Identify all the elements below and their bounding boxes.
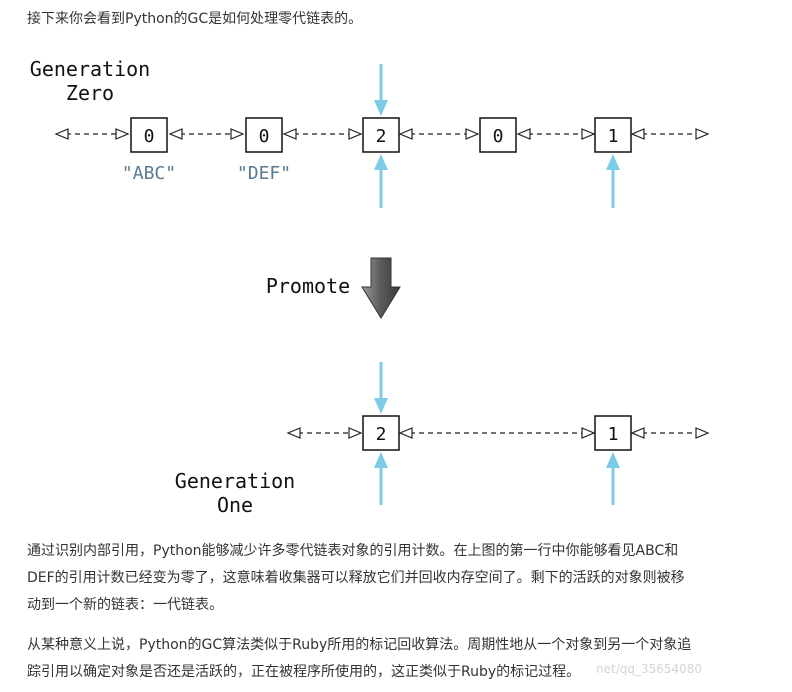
node-count: 2 (376, 424, 387, 445)
gen-one-label-line1: Generation (175, 469, 295, 493)
gen-zero-node-3: 2 (362, 117, 400, 153)
gen-one-node-1: 2 (362, 415, 400, 451)
paragraph-line: 通过识别内部引用，Python能够减少许多零代链表对象的引用计数。在上图的第一行… (27, 543, 679, 559)
gen-zero-node-4: 0 (479, 117, 517, 153)
intro-text: 接下来你会看到Python的GC是如何处理零代链表的。 (27, 11, 363, 27)
object-name-def: "DEF" (237, 163, 291, 184)
promote-arrow-icon (361, 257, 401, 319)
node-count: 2 (376, 126, 387, 147)
watermark: net/qq_35654080 (596, 662, 703, 676)
explanation-paragraph-2: 从某种意义上说，Python的GC算法类似于Ruby所用的标记回收算法。周期性地… (27, 632, 792, 686)
gen-zero-node-5: 1 (594, 117, 632, 153)
paragraph-line: 踪引用以确定对象是否还是活跃的，正在被程序所使用的，这正类似于Ruby的标记过程… (27, 664, 581, 680)
node-count: 0 (259, 126, 270, 147)
paragraph-line: DEF的引用计数已经变为零了，这意味着收集器可以释放它们并回收内存空间了。剩下的… (27, 570, 685, 586)
gen-zero-node-2: 0 (245, 117, 283, 153)
explanation-paragraph-1: 通过识别内部引用，Python能够减少许多零代链表对象的引用计数。在上图的第一行… (27, 538, 792, 619)
gen-zero-link-arrowheads (54, 128, 710, 140)
gen-zero-node-1: 0 (130, 117, 168, 153)
gen-one-node-2: 1 (594, 415, 632, 451)
gen-zero-label-line2: Zero (66, 81, 114, 105)
object-name-abc: "ABC" (122, 163, 176, 184)
promote-label: Promote (266, 274, 350, 298)
gen-one-link-arrowheads (286, 427, 710, 439)
gc-diagram: Generation Zero 0 0 2 0 (30, 57, 710, 517)
node-count: 0 (144, 126, 155, 147)
paragraph-line: 从某种意义上说，Python的GC算法类似于Ruby所用的标记回收算法。周期性地… (27, 637, 692, 653)
node-count: 0 (493, 126, 504, 147)
gen-zero-external-refs (374, 64, 620, 208)
paragraph-line: 动到一个新的链表：一代链表。 (27, 597, 223, 613)
node-count: 1 (608, 126, 619, 147)
node-count: 1 (608, 424, 619, 445)
gen-one-label-line2: One (217, 493, 253, 517)
gen-one-external-refs (374, 362, 620, 505)
gen-zero-label-line1: Generation (30, 57, 150, 81)
